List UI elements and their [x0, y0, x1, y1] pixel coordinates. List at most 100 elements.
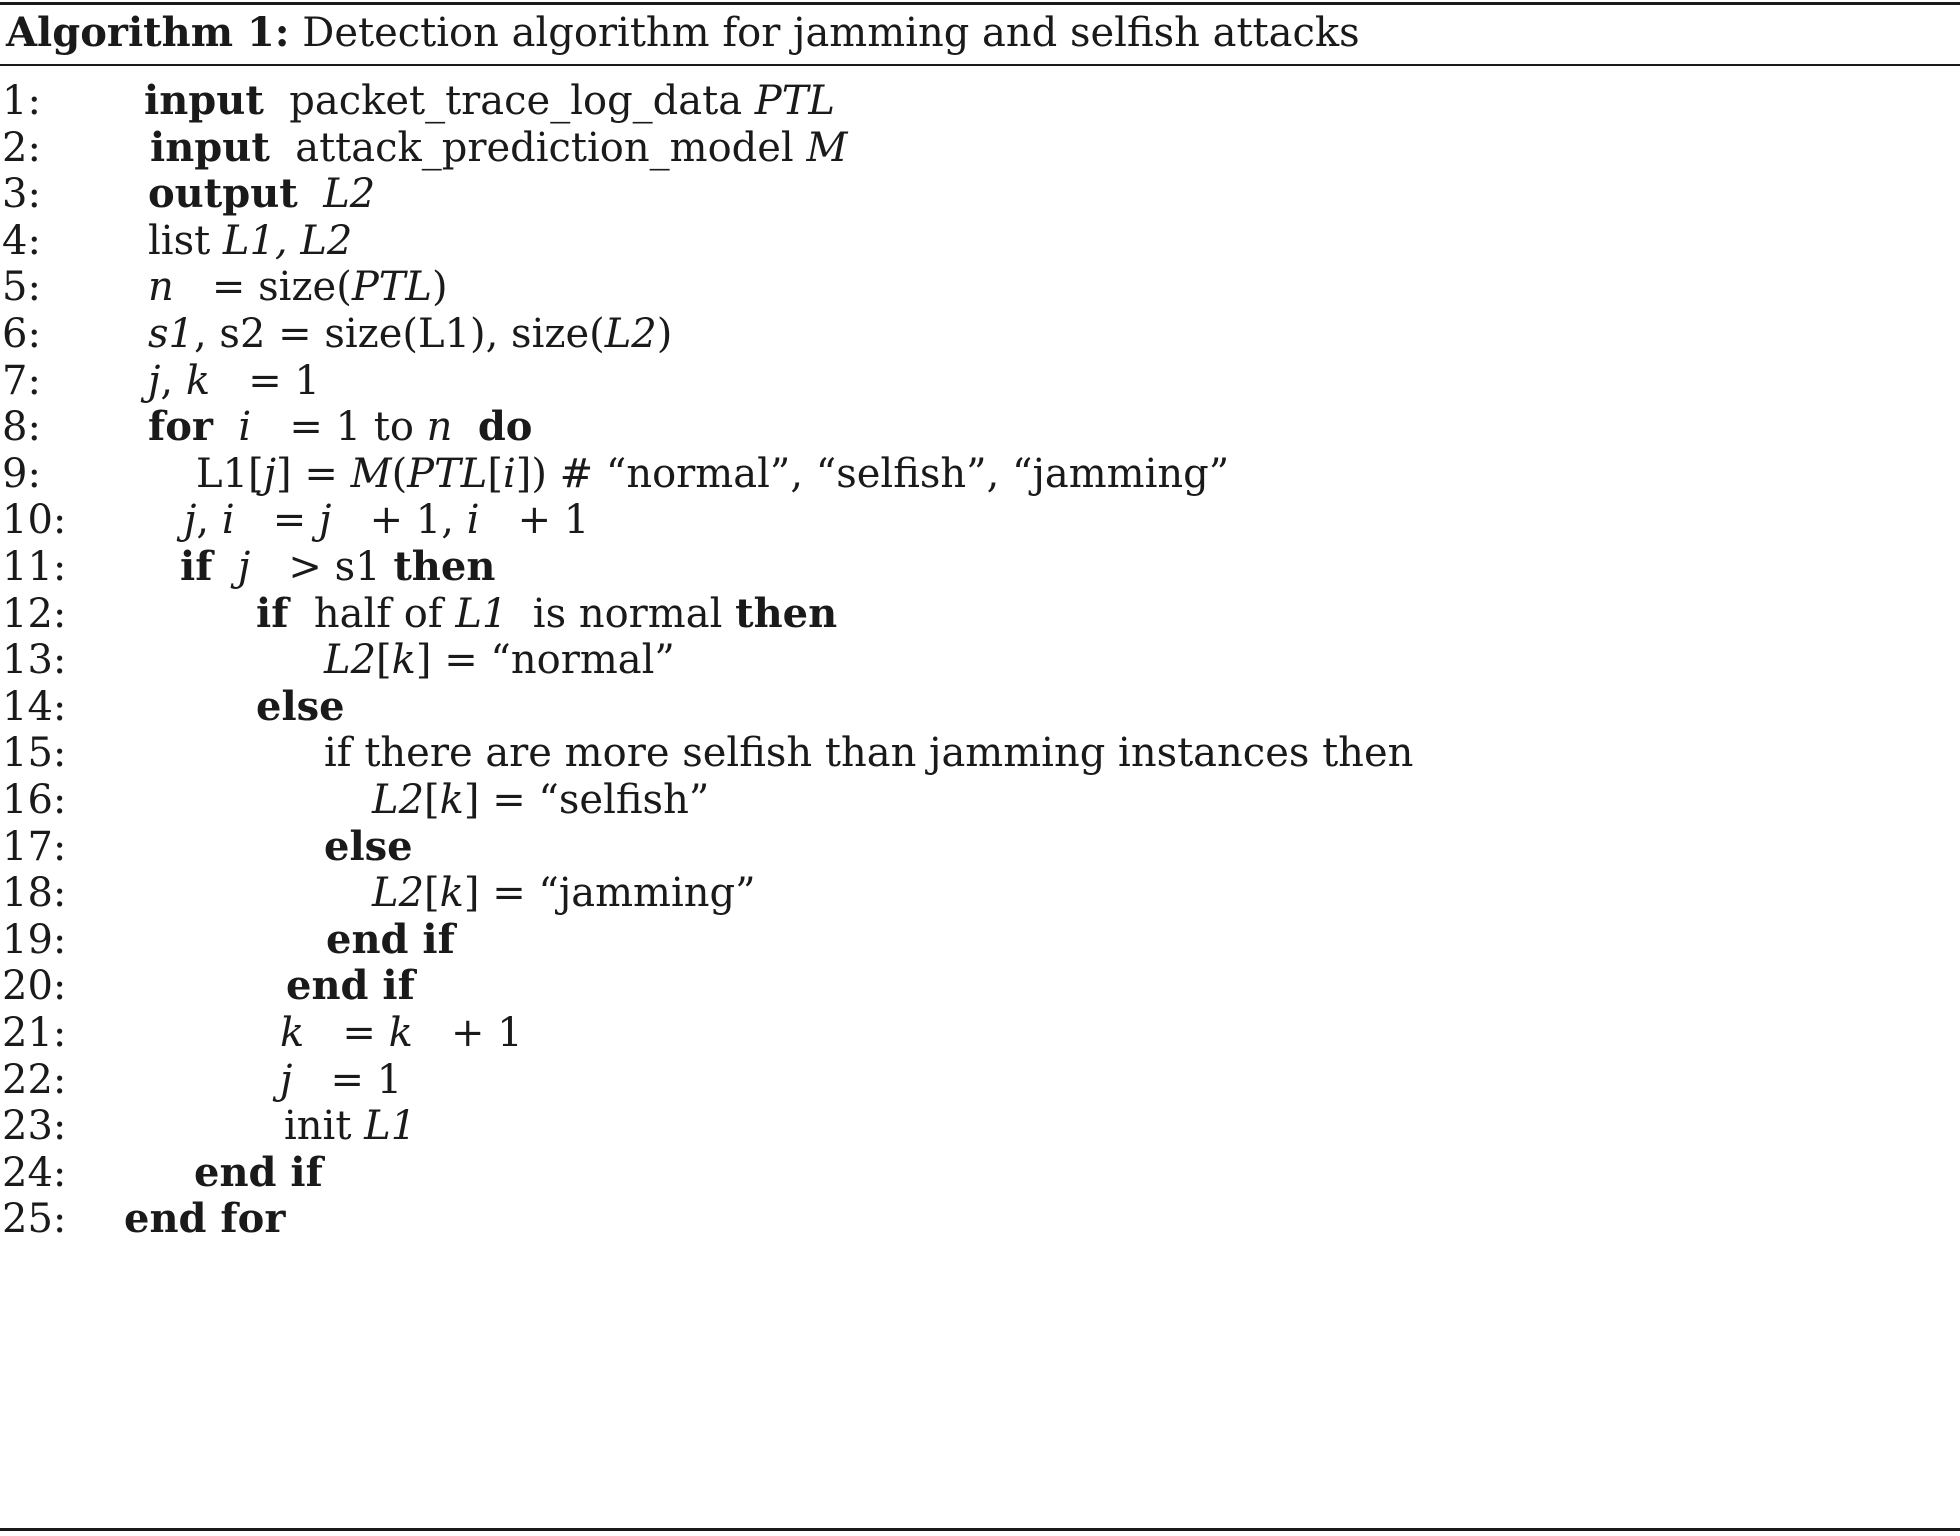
code-text: + 1 [412, 1010, 523, 1056]
line-code: input packet_trace_log_data PTL [144, 72, 835, 130]
variable: L1 [364, 1103, 417, 1150]
line-code: else [324, 818, 413, 876]
line-number: 5: [2, 264, 41, 311]
algorithm-line: 18:L2[k] = “jamming” [0, 864, 1960, 922]
code-text: if there are more selfish than jamming i… [324, 730, 1414, 777]
keyword: input [144, 77, 264, 124]
line-code: end for [124, 1190, 285, 1248]
variable: k [391, 637, 416, 684]
variable: k [388, 1010, 413, 1056]
algorithm-line: 20: end if [0, 957, 1960, 1015]
keyword: end if [286, 962, 415, 1010]
line-code: if half of L1 is normal then [256, 585, 837, 643]
line-code: input attack_prediction_model M [150, 119, 847, 177]
variable: n [426, 404, 453, 451]
line-number: 8: [2, 404, 41, 451]
algorithm-line: 9: L1[j] = M(PTL[i]) # “normal”, “selfish… [0, 445, 1960, 503]
algorithm-line: 14:else [0, 678, 1960, 736]
keyword: end for [124, 1195, 286, 1243]
variable: i [466, 497, 480, 544]
line-number: 24: [2, 1149, 67, 1196]
line-number: 25: [2, 1196, 67, 1243]
algorithm-line: 10:j, i = j + 1, i + 1 [0, 491, 1960, 549]
code-text: ] = “selfish” [463, 777, 710, 823]
line-code: n = size(PTL) [148, 258, 448, 316]
variable: i [238, 404, 252, 451]
algorithm-line: 16:L2[k] = “selfish” [0, 771, 1960, 829]
line-number: 17: [2, 823, 67, 870]
line-code: L2[k] = “selfish” [372, 771, 709, 829]
code-text: = 1 [210, 357, 320, 404]
variable: L1 [455, 590, 508, 637]
code-text: attack_prediction_model [269, 124, 807, 171]
variable: M [806, 124, 848, 171]
keyword: do [477, 403, 533, 451]
variable: i [221, 497, 235, 544]
algorithm-line: 8:for i = 1 to n do [0, 398, 1960, 456]
line-number: 11: [2, 544, 67, 590]
variable: PTL [407, 450, 488, 497]
variable: PTL [351, 264, 432, 311]
line-code: k = k + 1 [280, 1004, 523, 1062]
line-number: 23: [2, 1103, 67, 1150]
code-text: [ [376, 637, 392, 684]
code-text: , [160, 357, 186, 404]
variable: s1 [148, 311, 194, 357]
code-text: [ [424, 870, 440, 917]
line-code: end if [194, 1144, 323, 1202]
algorithm-line: 7:j, k = 1 [0, 352, 1960, 410]
algorithm-line: 4:list L1, L2 [0, 212, 1960, 270]
line-code: end if [286, 957, 415, 1015]
line-code: j, i = j + 1, i + 1 [184, 491, 589, 549]
variable: M [350, 450, 392, 497]
line-code: L1[j] = M(PTL[i]) # “normal”, “selfish”,… [196, 445, 1229, 503]
line-number: 6: [2, 311, 41, 357]
keyword: if [180, 543, 213, 590]
variable: PTL [754, 78, 835, 124]
line-number: 12: [2, 590, 67, 637]
algorithm-line: 5: n = size(PTL) [0, 258, 1960, 316]
code-text: is normal [507, 590, 736, 637]
line-code: j = 1 [280, 1051, 402, 1109]
line-code: list L1, L2 [148, 212, 352, 270]
code-text: = 1 to [251, 404, 427, 451]
code-text: L1[ [196, 450, 264, 497]
line-number: 19: [2, 916, 67, 963]
code-text: = 1 [292, 1056, 403, 1103]
variable: k [280, 1010, 305, 1056]
algorithm-line: 24: end if [0, 1144, 1960, 1202]
algorithm-line: 21:k = k + 1 [0, 1004, 1960, 1062]
code-text: ]) # “normal”, “selfish”, “jamming” [515, 450, 1230, 497]
variable: j [319, 497, 332, 544]
code-text: , [196, 497, 222, 544]
line-code: L2[k] = “jamming” [372, 864, 756, 922]
line-number: 14: [2, 683, 67, 730]
variable: L2 [372, 777, 425, 823]
line-number: 1: [2, 78, 41, 124]
code-text [212, 544, 237, 590]
keyword: if [256, 589, 289, 637]
variable: j [148, 357, 161, 404]
line-code: if j > s1 then [180, 538, 495, 596]
code-text [298, 171, 323, 217]
code-text: ] = [276, 450, 351, 497]
keyword: output [148, 170, 298, 218]
line-number: 20: [2, 963, 67, 1010]
algorithm-caption: Algorithm 1: Detection algorithm for jam… [6, 8, 1360, 58]
line-code: s1, s2 = size(L1), size(L2) [148, 305, 672, 363]
line-number: 15: [2, 730, 67, 777]
code-text: half of [288, 590, 456, 637]
caption-title: Detection algorithm for jamming and self… [289, 10, 1360, 56]
bottom-rule [0, 1528, 1960, 1531]
variable: L2 [324, 637, 377, 684]
variable: j [184, 497, 197, 544]
keyword: end if [326, 915, 455, 963]
keyword: then [393, 543, 496, 590]
variable: L2 [604, 311, 657, 357]
algorithm-line: 23:init L1 [0, 1097, 1960, 1155]
code-text [213, 404, 238, 450]
line-number: 9: [2, 450, 41, 497]
variable: j [263, 450, 277, 497]
variable: L2 [323, 171, 376, 218]
